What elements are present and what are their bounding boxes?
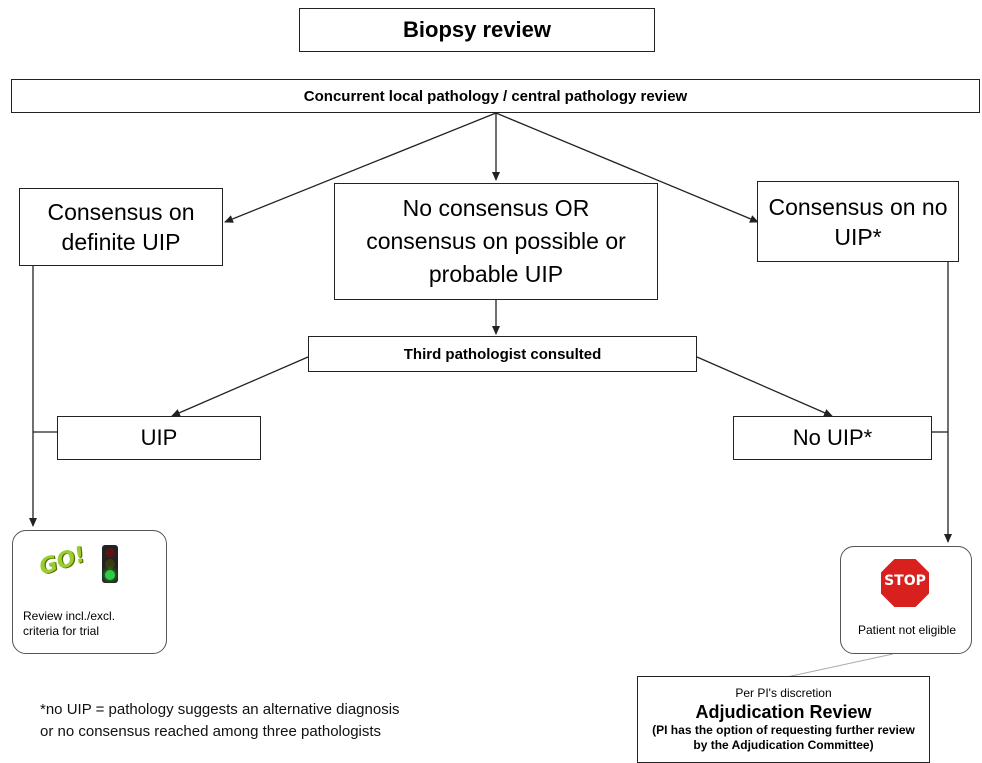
stop-to-adjudication-line (772, 653, 894, 681)
go-icon: GO! (36, 542, 89, 581)
adjudication-box: Per PI's discretion Adjudication Review … (637, 676, 930, 763)
footnote-line2: or no consensus reached among three path… (40, 723, 382, 740)
arrow-to-left-outcome (224, 112, 497, 223)
right-outcome-box: Consensus on no UIP* (757, 181, 959, 262)
arrow-to-no-uip (696, 356, 833, 417)
no-uip-box: No UIP* (733, 416, 932, 460)
review-bar: Concurrent local pathology / central pat… (11, 79, 980, 113)
stop-sign-icon (879, 557, 931, 609)
page-title: Biopsy review (299, 8, 655, 52)
uip-box: UIP (57, 416, 261, 460)
arrow-to-right-outcome (495, 112, 759, 223)
arrow-to-uip (171, 356, 309, 417)
left-outcome-box: Consensus on definite UIP (19, 188, 223, 266)
adjudication-line1: Per PI's discretion (735, 686, 832, 700)
traffic-light-icon (102, 545, 118, 583)
stop-card-caption: Patient not eligible (857, 623, 957, 637)
adjudication-note: (PI has the option of requesting further… (652, 723, 915, 752)
footnote: *no UIP = pathology suggests an alternat… (40, 699, 400, 743)
footnote-line1: *no UIP = pathology suggests an alternat… (40, 701, 400, 718)
middle-outcome-box: No consensus OR consensus on possible or… (334, 183, 658, 300)
go-card: GO! Review incl./excl. criteria for tria… (12, 530, 167, 654)
stop-text: STOP (884, 573, 926, 589)
third-pathologist-box: Third pathologist consulted (308, 336, 697, 372)
adjudication-title: Adjudication Review (695, 702, 872, 722)
stop-card: STOP Patient not eligible (840, 546, 972, 654)
go-card-caption: Review incl./excl. criteria for trial (23, 609, 116, 638)
